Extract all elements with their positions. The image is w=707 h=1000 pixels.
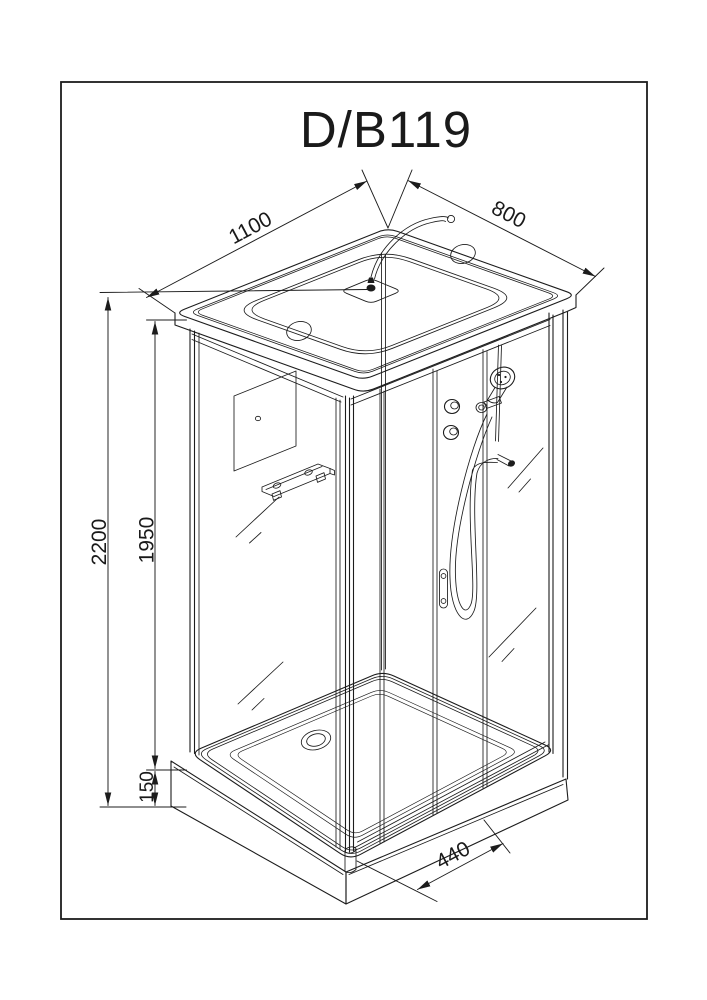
shelf [261,463,331,497]
steam-spout-body [496,454,512,467]
mixer-knob-top-center [450,401,459,410]
right-corner-post-inner [548,312,554,755]
shower-head-face [494,370,511,386]
shower-fixtures [442,344,516,620]
front-corner-post [344,395,355,853]
shower-head-dot [497,373,501,377]
model-title: D/B119 [300,101,472,158]
shelf-hole-right [304,469,313,476]
shelf-bracket [329,468,335,476]
dim-line-1100 [146,180,368,298]
shower-head-dot [499,380,503,384]
back-corner-post [381,252,386,671]
shower-hose-inner [455,416,498,611]
dim-line-440 [417,843,504,890]
roof-vent-left [286,321,312,341]
tray-rim-outer [194,672,552,858]
roof-slab-top [179,229,572,379]
door-fixed-panel-edge [379,388,385,844]
roof [174,214,577,392]
glass-hatches [235,447,544,711]
ext-lines-440 [356,819,511,902]
door-handle [439,568,448,609]
tray-floor-edge [229,690,515,838]
door-handle-mount-bottom [440,598,447,604]
holder-knob [475,402,488,413]
roof-slab-edge [174,294,577,392]
dim-1950-label: 1950 [135,517,158,564]
mixer-knob-top [443,398,461,415]
panel-hole [254,415,262,422]
hatch-right-upper [507,447,544,493]
dim-line-800 [407,180,596,277]
ext-lines-1100 [138,169,389,314]
dim-150-label: 150 [137,771,158,803]
front-panel-edge [335,397,341,850]
door-sliding-panel-edge-1 [432,368,438,816]
hatch-right-lower [488,607,537,662]
plinth-right-face [345,778,569,905]
interior-left-wall [233,370,335,501]
back-wall-panel [233,370,297,472]
dim-440-label: 440 [432,837,474,874]
drawing-border [60,81,648,920]
dim-2200-label: 2200 [88,519,111,566]
shower-head [489,366,516,390]
right-top-track [350,319,551,406]
shelf-edge-line [265,466,323,490]
shelf-foot-left [271,490,282,501]
tray-corner-cylinder-cap [344,846,357,854]
mixer-knob-bottom-center [449,427,458,436]
left-corner-post [189,328,196,755]
bottom-door-track [353,741,550,849]
drain-outer [300,729,332,751]
dim-800-label: 800 [488,196,530,233]
roof-nozzle-stem [367,277,375,283]
door-handle-mount-top [440,573,447,579]
tray-floor-inner [237,693,507,834]
ext-lines-800 [387,169,605,296]
roof-hose-ring [446,214,456,224]
roof-dome-contour-inner [197,236,554,372]
shower-tray [194,672,552,874]
shower-hose-outer [449,413,499,620]
steam-spout-tip [508,460,515,467]
hatch-left-lower [237,661,284,711]
shelf-hole-left [272,482,282,489]
tray-rim-line-3 [207,678,539,851]
hatch-left-upper [235,496,280,544]
roof-plateau-inner [251,256,500,352]
plinth [170,760,569,905]
ticks-1950 [146,319,187,771]
roof-plateau [243,253,508,355]
drain-inner [306,733,326,747]
roof-nozzle [366,284,376,292]
holder-knob-center [478,404,485,411]
left-top-track [191,333,344,403]
roof-dome-contour-outer [193,234,559,374]
shower-holder [483,396,502,409]
shelf-foot-right [315,472,326,483]
shower-rail [495,344,502,442]
mixer-knob-bottom [442,424,460,441]
plinth-lip-lines [173,766,564,875]
right-corner-post-outer [562,309,569,780]
cabin-frame [189,252,569,853]
shower-head-dot [504,375,507,379]
plinth-left-face [170,760,347,905]
tray-rim-line-2 [200,675,545,854]
